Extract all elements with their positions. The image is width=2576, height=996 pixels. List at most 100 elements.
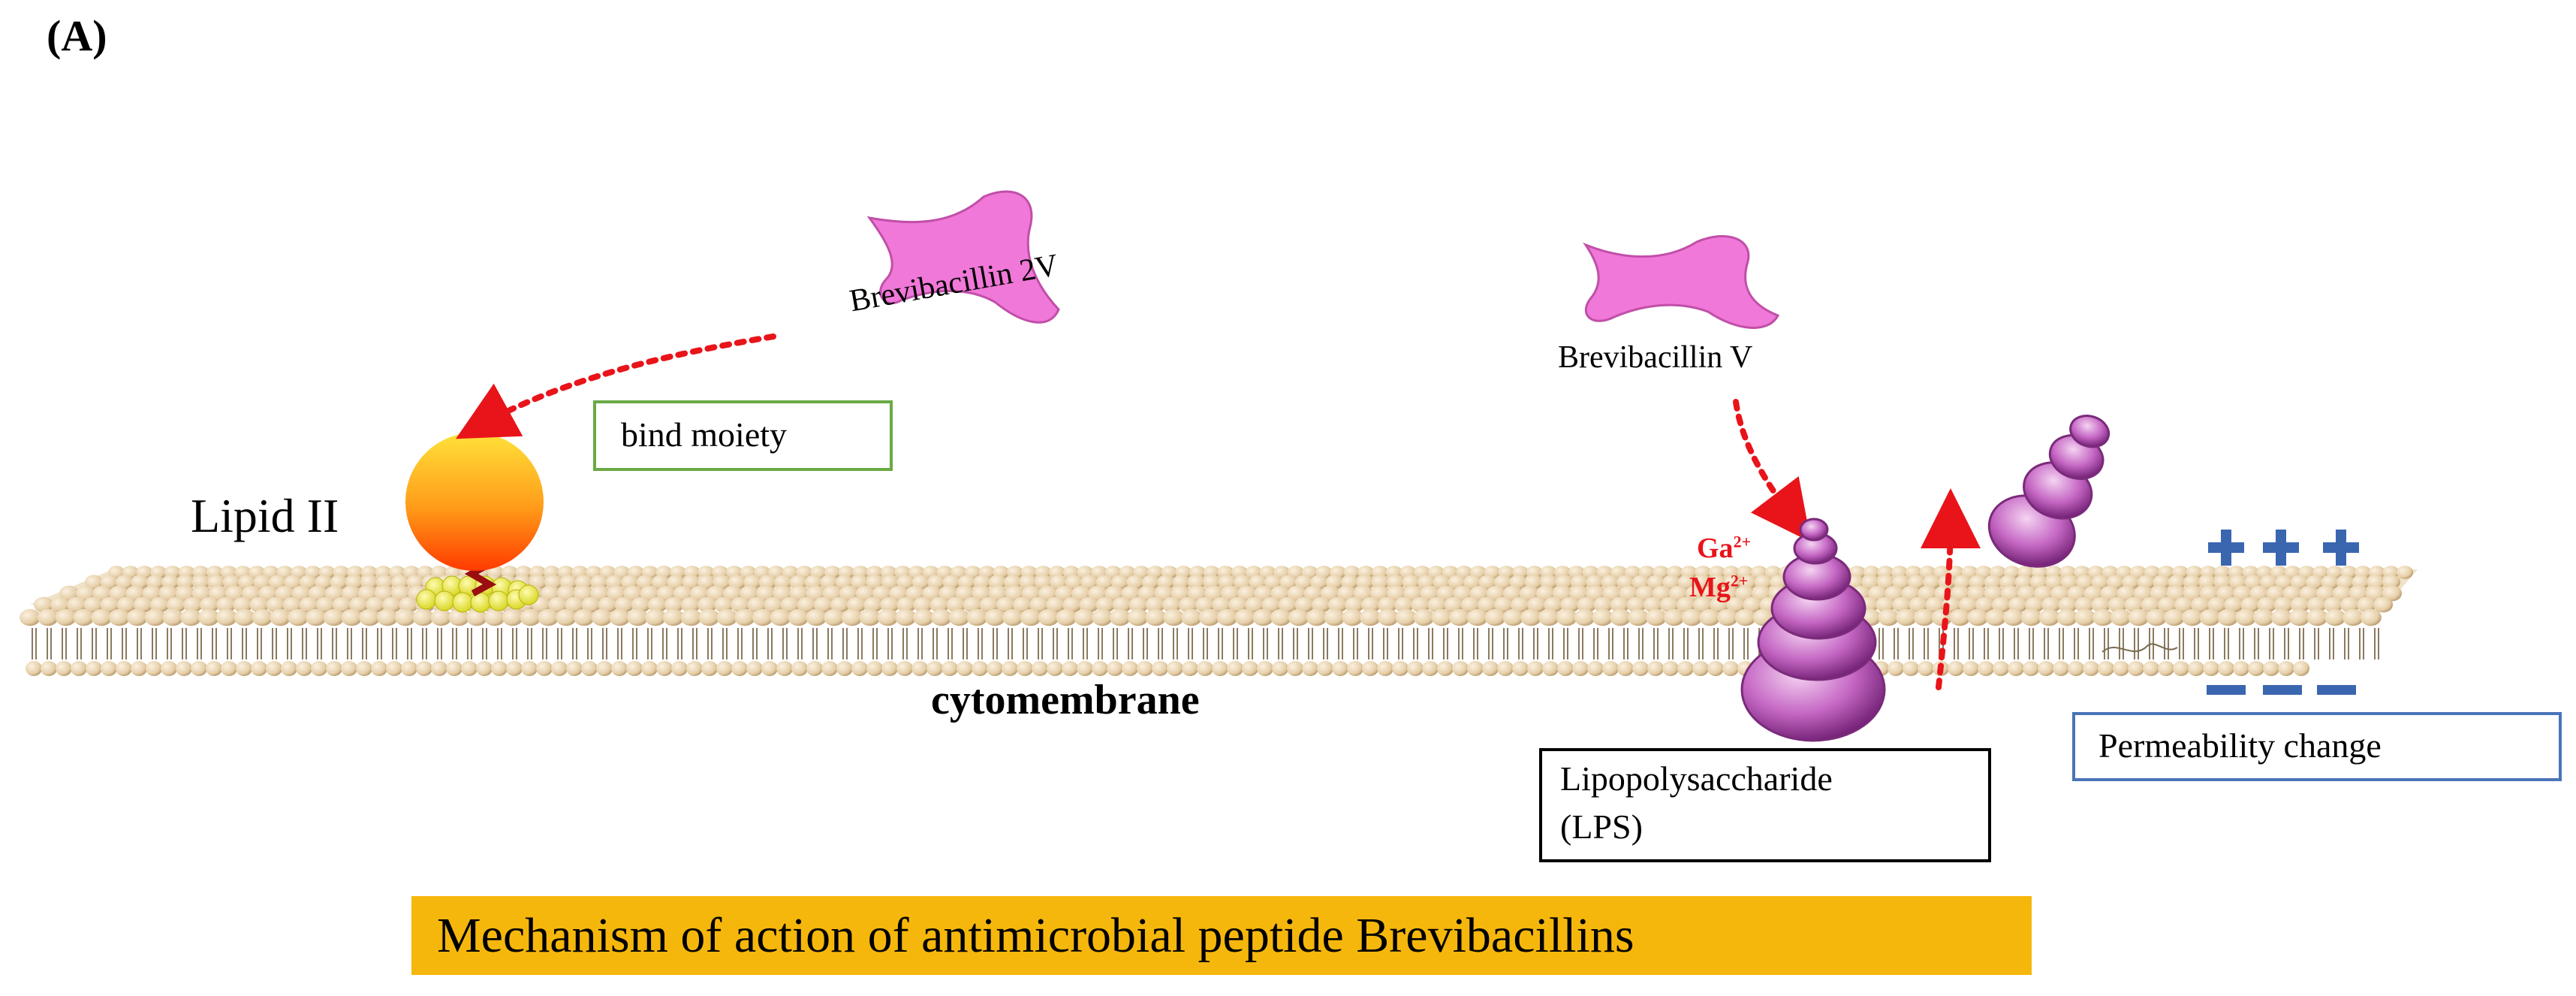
lipid-head [698, 608, 720, 626]
lipid-head [2124, 596, 2144, 613]
lipid-head [1092, 661, 1108, 676]
lipid-head [2248, 661, 2264, 676]
lipid-head [2217, 608, 2239, 626]
lipid-head [1577, 596, 1597, 613]
lipid-head [1692, 661, 1709, 676]
lipid-head [1542, 661, 1559, 676]
lipid-head [2273, 596, 2294, 613]
lipid-head [360, 575, 379, 590]
lipid-head [100, 596, 120, 613]
lipid-head [1681, 608, 1703, 626]
lipid-head [67, 596, 87, 613]
lipid-head [1252, 608, 1274, 626]
lipid-head [1478, 575, 1497, 590]
lipid-head [448, 608, 470, 626]
lipid-head [34, 596, 53, 613]
lipid-head [2181, 608, 2203, 626]
lipid-head [1467, 661, 1484, 676]
lipid-head [1272, 661, 1288, 676]
lps-label-line2: (LPS) [1560, 807, 1643, 846]
brevibacillin-2v-peptide [866, 190, 1060, 324]
lipid-head [1212, 661, 1228, 676]
lipid-head [2146, 608, 2168, 626]
lipid-head [1152, 661, 1168, 676]
lipid-head [2270, 608, 2292, 626]
lipid-head [1128, 596, 1149, 613]
lipid-head [1197, 661, 1213, 676]
lipid-head [56, 661, 72, 676]
lipid-head [2382, 585, 2402, 602]
lipid-head [1555, 575, 1574, 590]
lipid-head [131, 661, 147, 676]
lipid-head [1245, 596, 1265, 613]
lipid-head [375, 575, 394, 590]
lipid-head [1892, 596, 1912, 613]
lipid-head [1502, 608, 1524, 626]
lipid-head [556, 608, 577, 626]
lipid-head [2357, 596, 2376, 613]
lipid-head [682, 575, 700, 590]
lps-label-box [1539, 748, 1991, 862]
lipid-head [1949, 608, 1971, 626]
lipid-head [946, 596, 966, 613]
lipid-head [1477, 596, 1497, 613]
plus-charge-icon [2208, 530, 2244, 566]
lipid-head [1975, 596, 1995, 613]
lipid-head [2107, 596, 2128, 613]
lipid-head [2191, 596, 2210, 613]
lipid-head [1012, 596, 1032, 613]
lipid-head [2306, 608, 2328, 626]
lipid-head [1557, 661, 1574, 676]
lipid-head [236, 661, 252, 676]
lipid-head [299, 596, 319, 613]
lipid-head [1167, 661, 1183, 676]
lipid-head [1896, 608, 1917, 626]
lipid-head [1394, 596, 1415, 613]
lipid-head [1463, 575, 1481, 590]
lipid-head [1743, 596, 1763, 613]
permeability-label: Permeability change [2098, 726, 2382, 765]
lipid-head [1029, 596, 1049, 613]
lipid-ii-anchor-beads [416, 575, 539, 613]
lipid-head [813, 596, 833, 613]
lipid-head [758, 575, 777, 590]
lipid-head [2023, 661, 2039, 676]
lipid-head [598, 596, 618, 613]
lipid-head [926, 661, 943, 676]
lipid-head [2257, 596, 2277, 613]
lipid-head [2290, 575, 2309, 590]
lipid-head [1294, 575, 1313, 590]
lipid-head [323, 608, 345, 626]
lipid-head [1395, 608, 1417, 626]
lipid-head [911, 661, 928, 676]
lipid-tails [32, 628, 2379, 659]
lipid-ii-bead [416, 589, 437, 610]
lipid-head [2352, 575, 2370, 590]
lipid-head [2056, 608, 2078, 626]
lipid-head [2038, 608, 2060, 626]
lipid-head [734, 608, 755, 626]
lipid-head [716, 608, 738, 626]
lipid-head [697, 596, 717, 613]
lipid-head [1402, 575, 1421, 590]
lipid-head [1493, 575, 1512, 590]
lipid-head [2091, 596, 2111, 613]
lipid-head [2235, 608, 2257, 626]
lipid-head [282, 596, 303, 613]
lipid-head [972, 661, 988, 676]
lipid-head [821, 661, 838, 676]
lipid-head [1967, 608, 1989, 626]
lipid-head [1161, 596, 1182, 613]
lipid-head [221, 661, 237, 676]
lps-released [1987, 415, 2111, 568]
lipid-head [806, 608, 827, 626]
lipid-head [1466, 608, 1488, 626]
lipid-head [41, 661, 57, 676]
lipid-head [521, 661, 538, 676]
lps-embedded [1740, 518, 1886, 742]
lipid-head [382, 596, 402, 613]
lipid-head [359, 608, 381, 626]
lipid-head [780, 596, 800, 613]
lipid-head [1092, 608, 1113, 626]
lipid-head [1020, 608, 1041, 626]
